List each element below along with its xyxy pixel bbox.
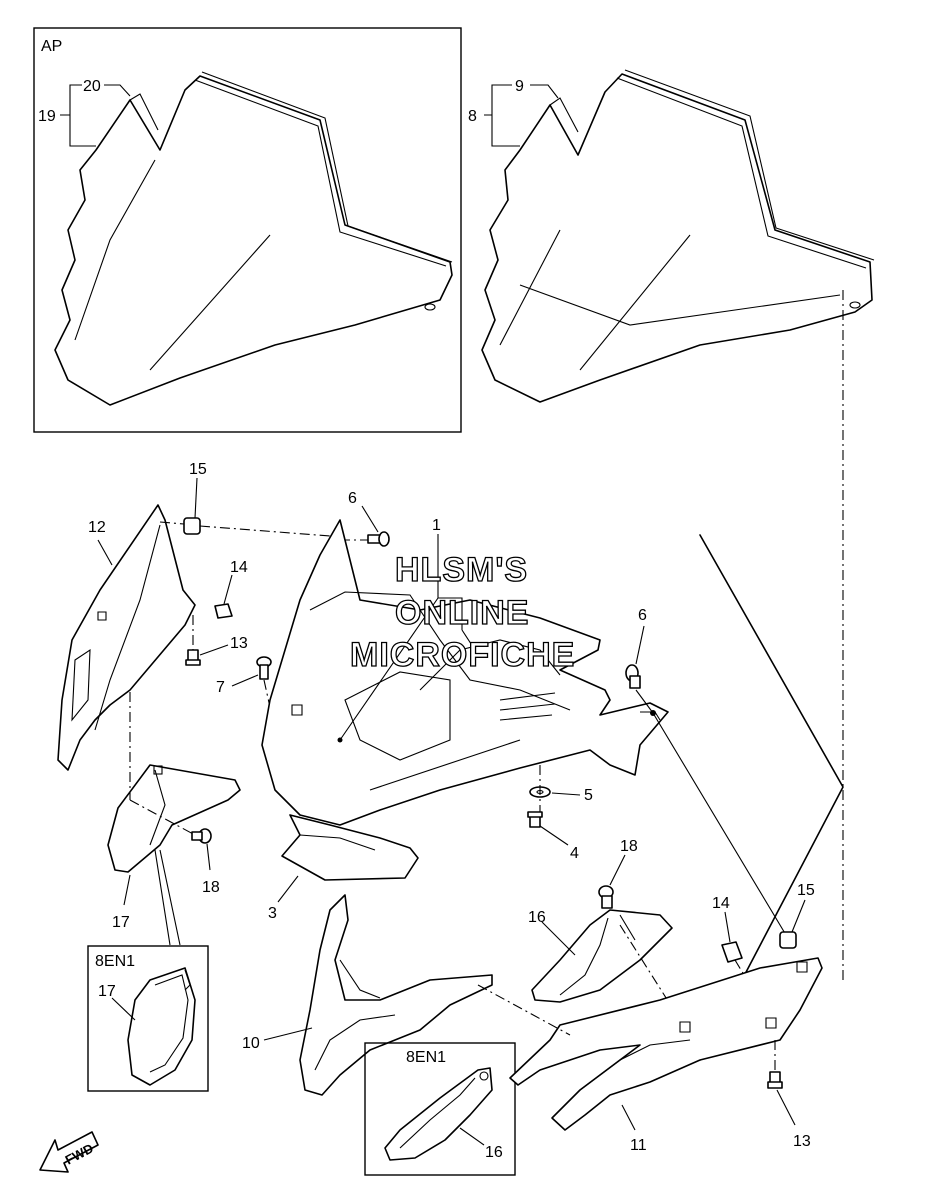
callout-15-left: 15 bbox=[189, 461, 207, 478]
fwd-arrow-icon: FWD bbox=[39, 1131, 99, 1173]
callout-18-right: 18 bbox=[620, 838, 638, 855]
callout-6-upper: 6 bbox=[348, 490, 357, 507]
watermark-line-1: HLSM'S bbox=[395, 551, 528, 589]
callout-4: 4 bbox=[570, 845, 579, 862]
callout-17-upper: 17 bbox=[112, 914, 130, 931]
bracket-17 bbox=[107, 764, 241, 873]
nut-14-left bbox=[214, 603, 233, 619]
grommet-15-left bbox=[183, 517, 201, 535]
callout-6-right: 6 bbox=[638, 607, 647, 624]
callout-8: 8 bbox=[468, 108, 477, 125]
callout-19: 19 bbox=[38, 108, 56, 125]
screw-7 bbox=[256, 656, 272, 680]
side-cowl-11 bbox=[509, 957, 823, 1131]
watermark-line-3: MICROFICHE bbox=[350, 636, 575, 674]
side-panel-12 bbox=[57, 504, 196, 771]
callout-14-right: 14 bbox=[712, 895, 730, 912]
cover-16 bbox=[531, 909, 673, 1003]
bolt-18-right bbox=[598, 885, 614, 909]
inner-panel-1 bbox=[261, 519, 669, 826]
grommet-15-right bbox=[779, 931, 797, 949]
callout-16-lower: 16 bbox=[485, 1144, 503, 1161]
callout-13-right: 13 bbox=[793, 1133, 811, 1150]
cover-16-variant bbox=[384, 1067, 493, 1161]
callout-20: 20 bbox=[83, 78, 101, 95]
callout-11: 11 bbox=[630, 1137, 647, 1154]
callout-7: 7 bbox=[216, 679, 225, 696]
callout-17-lower: 17 bbox=[98, 983, 116, 1000]
callout-1: 1 bbox=[432, 517, 441, 534]
bolt-13-left bbox=[185, 649, 201, 666]
watermark: HLSM'S ONLINE MICROFICHE bbox=[349, 550, 575, 674]
variant-box-bottom-label: 8EN1 bbox=[406, 1049, 446, 1066]
variant-box-left-label: 8EN1 bbox=[95, 953, 135, 970]
windscreen-ap bbox=[54, 71, 453, 406]
screw-6-right bbox=[625, 664, 641, 689]
callout-13-left: 13 bbox=[230, 635, 248, 652]
ap-box-label: AP bbox=[41, 38, 62, 55]
callout-15-right: 15 bbox=[797, 882, 815, 899]
callout-9: 9 bbox=[515, 78, 524, 95]
windscreen-standard bbox=[481, 69, 875, 403]
lower-cover-3 bbox=[281, 814, 419, 881]
callout-16-upper: 16 bbox=[528, 909, 546, 926]
nut-14-right bbox=[721, 941, 743, 963]
bolt-13-right bbox=[767, 1071, 783, 1089]
callout-5: 5 bbox=[584, 787, 593, 804]
callout-3: 3 bbox=[268, 905, 277, 922]
variant-box-bottom bbox=[364, 1042, 516, 1176]
bracket-17-variant bbox=[127, 967, 196, 1086]
callout-18-left: 18 bbox=[202, 879, 220, 896]
screw-4 bbox=[527, 811, 543, 828]
callout-14-left: 14 bbox=[230, 559, 248, 576]
watermark-line-2: ONLINE bbox=[395, 594, 529, 632]
screw-6-upper bbox=[367, 531, 390, 547]
side-cowl-10 bbox=[299, 894, 493, 1096]
bolt-18-left bbox=[191, 828, 212, 844]
variant-box-left bbox=[87, 945, 209, 1092]
ap-box bbox=[33, 27, 462, 433]
callout-10: 10 bbox=[242, 1035, 260, 1052]
callout-12: 12 bbox=[88, 519, 106, 536]
